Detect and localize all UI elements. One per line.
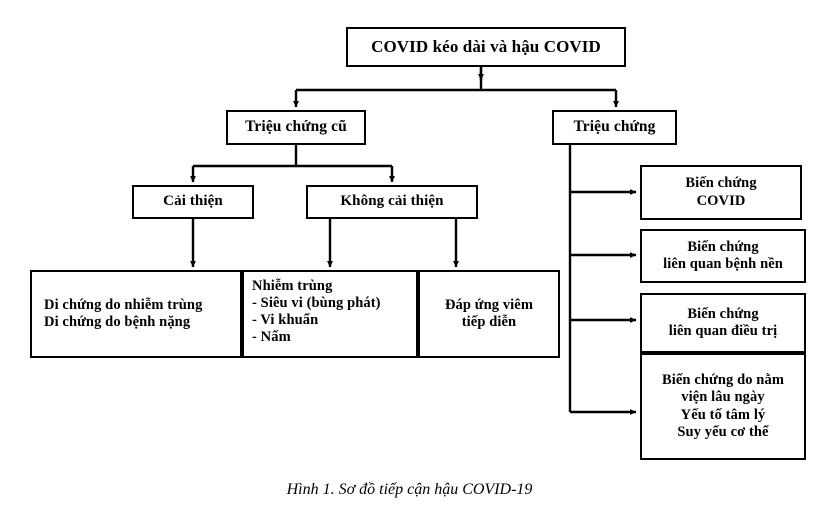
node-covid-long-post[interactable]: COVID kéo dài và hậu COVID	[346, 27, 626, 67]
node-old-symptoms-label: Triệu chứng cũ	[245, 118, 347, 136]
node-inflammation[interactable]: Đáp ứng viêm tiếp diễn	[418, 270, 560, 358]
node-no-improve-label: Không cải thiện	[340, 193, 444, 210]
node-complication-covid[interactable]: Biến chứng COVID	[640, 165, 802, 220]
node-infection-label: Nhiễm trùng - Siêu vi (bùng phát) - Vi k…	[252, 278, 381, 346]
node-infection[interactable]: Nhiễm trùng - Siêu vi (bùng phát) - Vi k…	[242, 270, 418, 358]
node-complication-underlying-label: Biến chứng liên quan bệnh nền	[663, 238, 783, 272]
figure-caption: Hình 1. Sơ đồ tiếp cận hậu COVID-19	[286, 481, 533, 498]
node-complication-treatment-label: Biến chứng liên quan điều trị	[668, 305, 778, 339]
node-inflammation-label: Đáp ứng viêm tiếp diễn	[444, 296, 534, 330]
node-complication-treatment[interactable]: Biến chứng liên quan điều trị	[640, 293, 806, 353]
node-complication-hospitalization-label: Biến chứng do nằm viện lâu ngày Yếu tố t…	[662, 372, 784, 440]
node-root-label: COVID kéo dài và hậu COVID	[371, 36, 601, 56]
node-symptoms[interactable]: Triệu chứng	[552, 110, 677, 145]
node-complication-hospitalization[interactable]: Biến chứng do nằm viện lâu ngày Yếu tố t…	[640, 353, 806, 460]
node-old-symptoms[interactable]: Triệu chứng cũ	[226, 110, 366, 145]
node-symptoms-label: Triệu chứng	[573, 118, 656, 136]
node-no-improve[interactable]: Không cải thiện	[306, 185, 478, 219]
node-improve[interactable]: Cải thiện	[132, 185, 254, 219]
node-complication-underlying[interactable]: Biến chứng liên quan bệnh nền	[640, 229, 806, 283]
node-sequelae[interactable]: Di chứng do nhiễm trùng Di chứng do bệnh…	[30, 270, 242, 358]
node-sequelae-label: Di chứng do nhiễm trùng Di chứng do bệnh…	[44, 296, 203, 330]
node-complication-covid-label: Biến chứng COVID	[685, 175, 757, 209]
node-improve-label: Cải thiện	[163, 193, 223, 210]
